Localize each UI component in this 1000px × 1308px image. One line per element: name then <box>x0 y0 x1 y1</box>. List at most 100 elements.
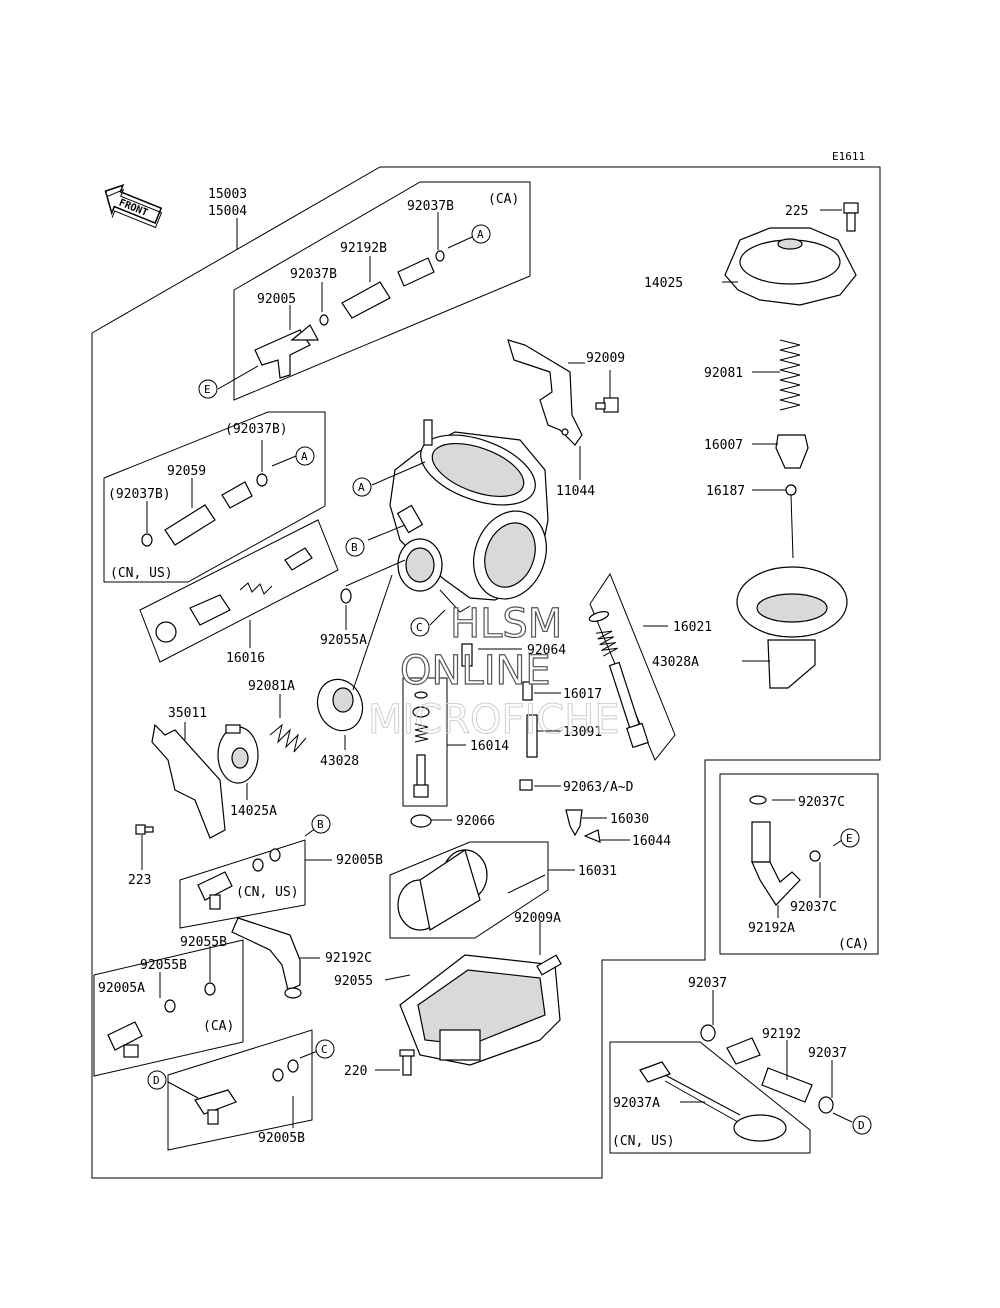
ref-circles: A E A A B C B C D E D <box>147 224 872 1135</box>
watermark: HLSM ONLINE MICROFICHE <box>368 600 621 743</box>
label-92055b-top: 92055B <box>180 935 227 950</box>
label-cn-us-bottom: (CN, US) <box>612 1134 675 1149</box>
fitting-92005b-upper <box>197 848 281 910</box>
clip-16044 <box>583 829 601 843</box>
spring-92081a <box>269 723 307 753</box>
label-92005b-lower: 92005B <box>258 1131 305 1146</box>
label-92009a: 92009A <box>514 911 561 926</box>
jet-13091 <box>526 714 538 758</box>
svg-text:D: D <box>858 1119 865 1132</box>
diagram-code: E1611 <box>832 150 865 163</box>
label-15004: 15004 <box>208 204 247 219</box>
label-13091: 13091 <box>563 725 602 740</box>
label-92037b-paren-top: (92037B) <box>225 422 288 437</box>
box-92005a-ca <box>93 939 244 1077</box>
cover-14025a <box>217 724 259 784</box>
box-16014 <box>402 677 448 807</box>
box-hose-kit-ca <box>233 181 531 401</box>
ref-circle-b-body: B <box>345 537 365 557</box>
float-bowl <box>399 954 561 1066</box>
watermark-line3: MICROFICHE <box>368 697 620 743</box>
screw-225 <box>843 202 859 232</box>
box-92037a-cn-us <box>609 1041 811 1154</box>
label-92037-top: 92037 <box>688 976 727 991</box>
jet-16014 <box>412 691 430 798</box>
label-92064: 92064 <box>527 643 566 658</box>
part-labels: 15003 15004 (CA) 92037B 92192B 92037B 92… <box>98 187 869 1149</box>
jet-92064 <box>461 643 473 667</box>
throttle-bracket <box>507 339 583 446</box>
svg-text:C: C <box>416 621 423 634</box>
diaphragm-43028a <box>736 566 848 689</box>
front-arrow-icon: FRONT <box>104 184 163 229</box>
screw-220 <box>399 1049 415 1076</box>
box-92192a-ca <box>719 773 879 955</box>
leader-lines <box>141 209 853 1128</box>
fitting-92005a <box>107 982 216 1058</box>
ref-circle-c-body: C <box>410 617 430 637</box>
ref-circle-e-right: E <box>840 828 860 848</box>
svg-text:A: A <box>477 228 484 241</box>
label-92063: 92063/A~D <box>563 780 634 795</box>
screw-223 <box>135 824 154 835</box>
oring-92055a <box>340 588 352 604</box>
fitting-92005b-lower <box>194 1059 299 1125</box>
carburetor-body <box>389 419 549 613</box>
label-92055a: 92055A <box>320 633 367 648</box>
label-92081a: 92081A <box>248 679 295 694</box>
box-92005b-lower <box>167 1029 313 1151</box>
watermark-line1: HLSM <box>450 601 562 647</box>
svg-text:E: E <box>204 383 211 396</box>
label-16031: 16031 <box>578 864 617 879</box>
clamp-92037-top <box>700 1024 716 1042</box>
svg-text:A: A <box>301 450 308 463</box>
clip-tool-92037a <box>639 1061 787 1142</box>
label-16014: 16014 <box>470 739 509 754</box>
label-14025a: 14025A <box>230 804 277 819</box>
label-220: 220 <box>344 1064 367 1079</box>
hose-92059 <box>141 473 268 547</box>
svg-text:B: B <box>351 541 358 554</box>
box-92005b-upper <box>179 839 306 929</box>
label-ca-right: (CA) <box>838 937 869 952</box>
label-92192b: 92192B <box>340 241 387 256</box>
ref-circle-d-right: D <box>852 1115 872 1135</box>
screw-92009a <box>536 954 562 976</box>
main-jet-92063 <box>519 779 533 791</box>
label-16017: 16017 <box>563 687 602 702</box>
label-92037a: 92037A <box>613 1096 660 1111</box>
svg-text:A: A <box>358 481 365 494</box>
label-92066: 92066 <box>456 814 495 829</box>
label-35011: 35011 <box>168 706 207 721</box>
label-92005a: 92005A <box>98 981 145 996</box>
label-92037b-mid: 92037B <box>290 267 337 282</box>
label-ca-top: (CA) <box>488 192 519 207</box>
label-16187: 16187 <box>706 484 745 499</box>
label-43028: 43028 <box>320 754 359 769</box>
watermark-line2: ONLINE <box>400 648 551 694</box>
ref-circle-c-left: C <box>315 1039 335 1059</box>
needle-holder-16007 <box>775 434 809 469</box>
label-92005: 92005 <box>257 292 296 307</box>
label-cn-us-top: (CN, US) <box>110 566 173 581</box>
ref-circle-d-left: D <box>147 1070 167 1090</box>
diaphragm-43028 <box>316 678 364 732</box>
label-cn-us-mid: (CN, US) <box>236 885 299 900</box>
box-16031 <box>389 841 549 939</box>
needle-jet-16021 <box>588 611 649 749</box>
box-92059-cn-us <box>103 411 326 583</box>
svg-text:C: C <box>321 1043 328 1056</box>
svg-text:E: E <box>846 832 853 845</box>
label-92037c: 92037C <box>790 900 837 915</box>
ref-circle-a-mid: A <box>295 446 315 466</box>
label-14025: 14025 <box>644 276 683 291</box>
float-16031 <box>397 849 546 931</box>
starter-plunger-16016 <box>155 547 313 643</box>
label-92037b-top: 92037B <box>407 199 454 214</box>
label-92005b-upper: 92005B <box>336 853 383 868</box>
label-225: 225 <box>785 204 808 219</box>
top-cover-14025 <box>724 227 857 306</box>
label-15003: 15003 <box>208 187 247 202</box>
label-16030: 16030 <box>610 812 649 827</box>
